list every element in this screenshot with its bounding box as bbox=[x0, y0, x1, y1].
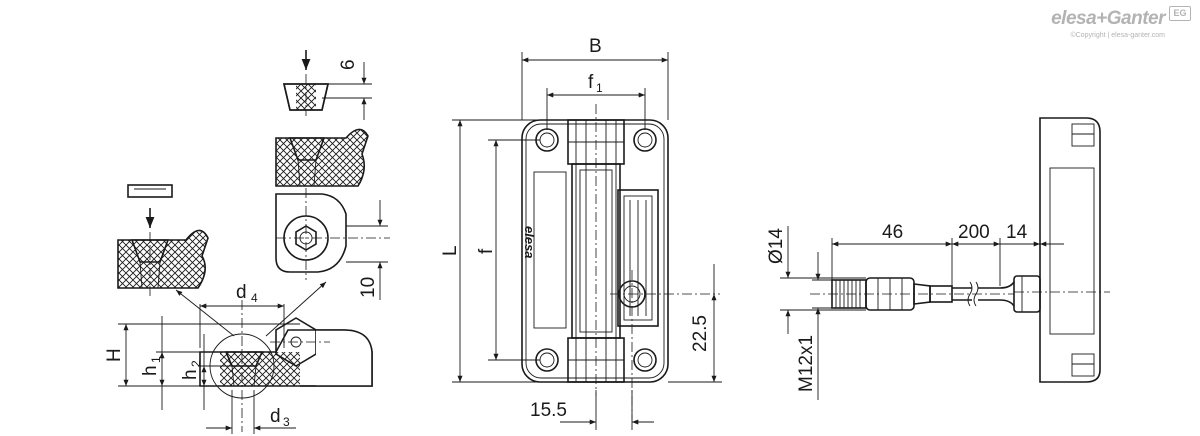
dim-h1: h 1 bbox=[140, 316, 226, 410]
dim-22-5: 22.5 bbox=[668, 264, 722, 383]
brand-copyright: ©Copyright | elesa-ganter.com bbox=[1070, 32, 1165, 39]
dim-h1-sub: 1 bbox=[149, 356, 163, 363]
hatched-block-left bbox=[117, 229, 209, 296]
dim-f1-label: f bbox=[588, 72, 594, 93]
dim-6: 6 bbox=[322, 59, 372, 120]
dim-d4-label: d bbox=[236, 282, 247, 303]
dim-d4-sub: 4 bbox=[251, 291, 258, 305]
dim-cable-lengths: 46 200 14 bbox=[831, 222, 1064, 286]
dim-6-label: 6 bbox=[338, 59, 359, 70]
dim-22-5-label: 22.5 bbox=[690, 315, 711, 352]
dim-h2-label: h bbox=[180, 369, 201, 380]
dim-f1-sub: 1 bbox=[596, 81, 603, 95]
dim-d4: d 4 bbox=[199, 282, 285, 348]
dim-H: H bbox=[104, 323, 300, 387]
brand-badge: EG bbox=[1169, 6, 1191, 21]
dim-10-label: 10 bbox=[358, 277, 379, 298]
dim-h2-sub: 2 bbox=[189, 360, 203, 367]
side-view bbox=[810, 117, 1110, 383]
dim-m12-label: M12x1 bbox=[796, 335, 817, 392]
dim-L-label: L bbox=[440, 245, 461, 256]
dim-f1: f 1 bbox=[546, 72, 646, 130]
loose-cap bbox=[127, 184, 173, 228]
dim-dia14: Ø14 bbox=[766, 226, 866, 334]
dim-15-5: 15.5 bbox=[530, 390, 654, 430]
bottom-assembly bbox=[199, 300, 373, 432]
dim-h1-label: h bbox=[140, 365, 161, 376]
dim-h2: h 2 bbox=[180, 334, 232, 410]
dim-L: L bbox=[440, 119, 540, 383]
dim-f: f bbox=[476, 139, 540, 361]
dim-B: B bbox=[521, 36, 669, 120]
brand-name: elesa+Ganter bbox=[1051, 8, 1165, 29]
brand-logo: elesa+Ganter EG ©Copyright | elesa-gante… bbox=[1000, 6, 1195, 40]
dim-dia14-label: Ø14 bbox=[766, 228, 787, 264]
dim-46-label: 46 bbox=[882, 222, 903, 243]
dim-14-label: 14 bbox=[1006, 222, 1028, 243]
dim-d3-label: d bbox=[270, 406, 281, 427]
dim-H-label: H bbox=[104, 348, 125, 362]
side-view-hex: 10 bbox=[275, 188, 390, 300]
dim-d3: d 3 bbox=[206, 390, 296, 434]
dim-d3-sub: 3 bbox=[283, 415, 290, 429]
section-details: 6 bbox=[104, 50, 390, 434]
dim-B-label: B bbox=[589, 36, 602, 57]
dim-f-label: f bbox=[476, 248, 497, 254]
cap-piece-top bbox=[282, 50, 330, 116]
dim-200-label: 200 bbox=[958, 222, 990, 243]
part-marking: elesa bbox=[522, 226, 537, 259]
hatched-block-mid bbox=[275, 128, 369, 187]
dim-m12: M12x1 bbox=[796, 252, 832, 400]
dim-15-5-label: 15.5 bbox=[530, 400, 567, 421]
front-view: elesa bbox=[521, 104, 720, 420]
